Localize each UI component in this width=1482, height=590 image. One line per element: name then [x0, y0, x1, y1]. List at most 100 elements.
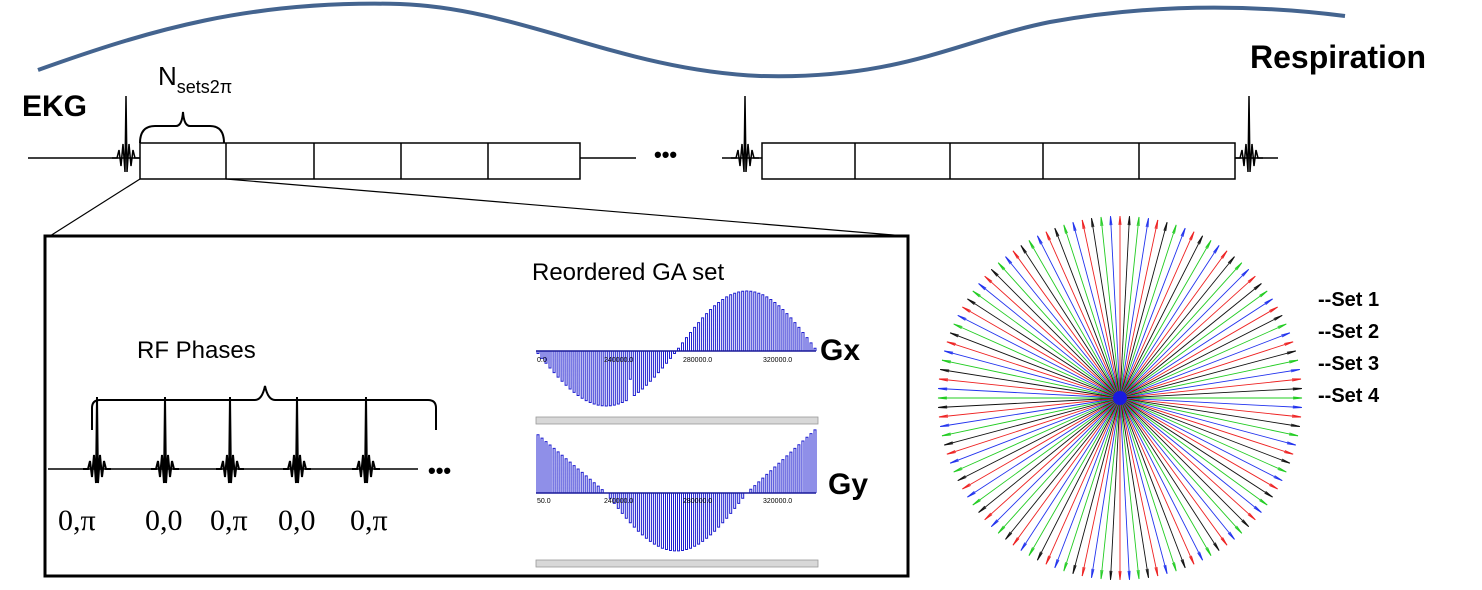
- spoke: [1119, 397, 1177, 572]
- spoke: [962, 306, 1121, 399]
- spoke: [1119, 397, 1256, 521]
- rf-brace: [91, 385, 437, 430]
- spoke: [997, 397, 1121, 534]
- spoke-arrowhead: [1259, 290, 1268, 298]
- spoke: [1028, 397, 1121, 556]
- spoke-arrowhead: [1081, 567, 1086, 577]
- spoke-arrowhead: [972, 290, 981, 298]
- spoke: [1119, 235, 1204, 399]
- pulse-spike: [151, 396, 179, 484]
- spoke: [1100, 216, 1121, 399]
- spoke: [1119, 359, 1299, 399]
- spoke-arrowhead: [1290, 369, 1300, 373]
- spoke-arrowhead: [1020, 542, 1027, 551]
- spoke-arrowhead: [1291, 414, 1302, 418]
- spoke: [1119, 397, 1212, 556]
- spoke: [1119, 283, 1262, 399]
- spoke-arrowhead: [1136, 216, 1140, 227]
- phase-label: 0,π: [58, 504, 96, 537]
- gx-tick: 0.0: [537, 357, 547, 364]
- phase-label: 0,π: [350, 504, 388, 537]
- pulse-spike: [216, 396, 244, 484]
- spoke-arrowhead: [1189, 555, 1195, 565]
- spoke-arrowhead: [1253, 283, 1262, 291]
- spoke-arrowhead: [1241, 268, 1250, 277]
- gx-tick: 280000.0: [683, 357, 712, 364]
- spoke: [1020, 397, 1121, 551]
- gradient-lobes: [536, 429, 817, 552]
- spoke: [1119, 397, 1168, 574]
- spoke: [978, 397, 1121, 513]
- spoke-arrowhead: [1220, 250, 1228, 259]
- spoke-arrowhead: [1220, 537, 1228, 546]
- spoke: [1036, 235, 1121, 399]
- spoke: [938, 378, 1121, 399]
- spoke-arrowhead: [997, 262, 1006, 271]
- spoke: [1110, 216, 1121, 399]
- spoke: [941, 359, 1121, 399]
- spoke: [972, 397, 1121, 506]
- spoke: [1119, 397, 1149, 578]
- gradient-lobes: [536, 290, 817, 407]
- spoke: [1119, 397, 1262, 513]
- spoke: [962, 397, 1121, 490]
- spoke: [1119, 290, 1268, 399]
- rf-phases-label: RF Phases: [137, 337, 256, 364]
- spoke: [984, 275, 1121, 399]
- spoke: [978, 283, 1121, 399]
- spoke-arrowhead: [1259, 498, 1268, 506]
- gy-panel: 50.0 240000.0 280000.0 320000.0: [535, 429, 819, 568]
- spoke: [1119, 397, 1299, 437]
- spoke-arrowhead: [962, 483, 971, 490]
- spoke: [1119, 388, 1302, 399]
- segment-boxes-left: [139, 142, 581, 180]
- spoke-arrowhead: [946, 341, 956, 346]
- spoke: [946, 397, 1121, 455]
- spoke-arrowhead: [1127, 570, 1131, 580]
- spoke-arrowhead: [1284, 450, 1294, 455]
- spoke-arrowhead: [938, 414, 949, 418]
- spoke-arrowhead: [1286, 350, 1296, 355]
- spoke: [1036, 397, 1121, 561]
- spoke: [940, 397, 1121, 427]
- spoke: [1119, 219, 1159, 399]
- spoke: [1119, 397, 1300, 427]
- k-space-center: [1113, 391, 1127, 405]
- spoke: [1119, 397, 1291, 464]
- phase-label: 0,0: [278, 504, 316, 537]
- spoke-arrowhead: [1247, 512, 1256, 521]
- spoke: [1119, 378, 1302, 399]
- spoke: [1119, 227, 1186, 399]
- inset-box: [43, 234, 910, 578]
- spoke: [949, 397, 1121, 464]
- spoke-arrowhead: [1063, 562, 1068, 572]
- spoke: [1119, 245, 1220, 399]
- spoke-arrowhead: [984, 275, 993, 284]
- spoke-arrowhead: [938, 405, 948, 409]
- spoke-arrowhead: [1163, 222, 1168, 232]
- spoke: [1054, 227, 1121, 399]
- pulse-spike: [83, 396, 111, 484]
- spoke-arrowhead: [940, 423, 950, 427]
- spoke-arrowhead: [1072, 222, 1077, 232]
- spoke-arrowhead: [1118, 571, 1122, 581]
- spoke-arrowhead: [978, 505, 987, 513]
- gx-label: Gx: [820, 334, 860, 367]
- spoke-arrowhead: [1072, 564, 1077, 574]
- spoke: [938, 397, 1121, 408]
- spoke-arrowhead: [953, 467, 963, 473]
- spoke: [1119, 397, 1228, 546]
- spoke-arrowhead: [1289, 432, 1299, 437]
- spoke: [953, 397, 1121, 473]
- spoke-arrowhead: [1154, 567, 1159, 577]
- spoke-arrowhead: [1273, 314, 1283, 321]
- gy-label: Gy: [828, 468, 868, 501]
- spoke-arrowhead: [990, 519, 999, 528]
- spoke-arrowhead: [1197, 235, 1204, 245]
- spoke: [1119, 231, 1195, 399]
- spoke: [1119, 314, 1283, 399]
- spoke-arrowhead: [953, 323, 963, 329]
- gy-waveform: [536, 429, 817, 552]
- spoke: [1081, 397, 1121, 577]
